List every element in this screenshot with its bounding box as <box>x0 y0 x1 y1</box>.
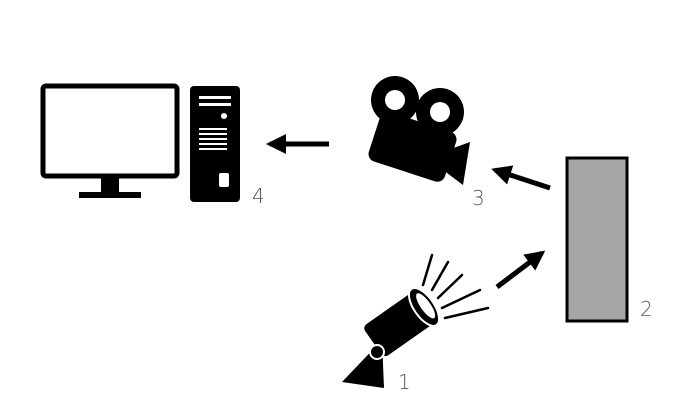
monitor-stand-neck <box>101 176 119 193</box>
sample-panel <box>565 156 629 323</box>
spotlight-icon <box>342 253 490 388</box>
monitor-icon <box>40 83 180 179</box>
computer-label: 4 <box>252 184 265 208</box>
light-source-label: 1 <box>398 370 411 394</box>
arrow-to-camera <box>491 165 551 191</box>
tower-case-icon <box>190 86 240 202</box>
movie-camera-icon <box>368 76 470 185</box>
camera-label: 3 <box>472 186 485 210</box>
desktop-computer-icon <box>40 83 240 202</box>
arrow-to-panel <box>495 250 546 289</box>
monitor-stand-base <box>79 192 141 198</box>
sample-panel-label: 2 <box>640 297 653 321</box>
